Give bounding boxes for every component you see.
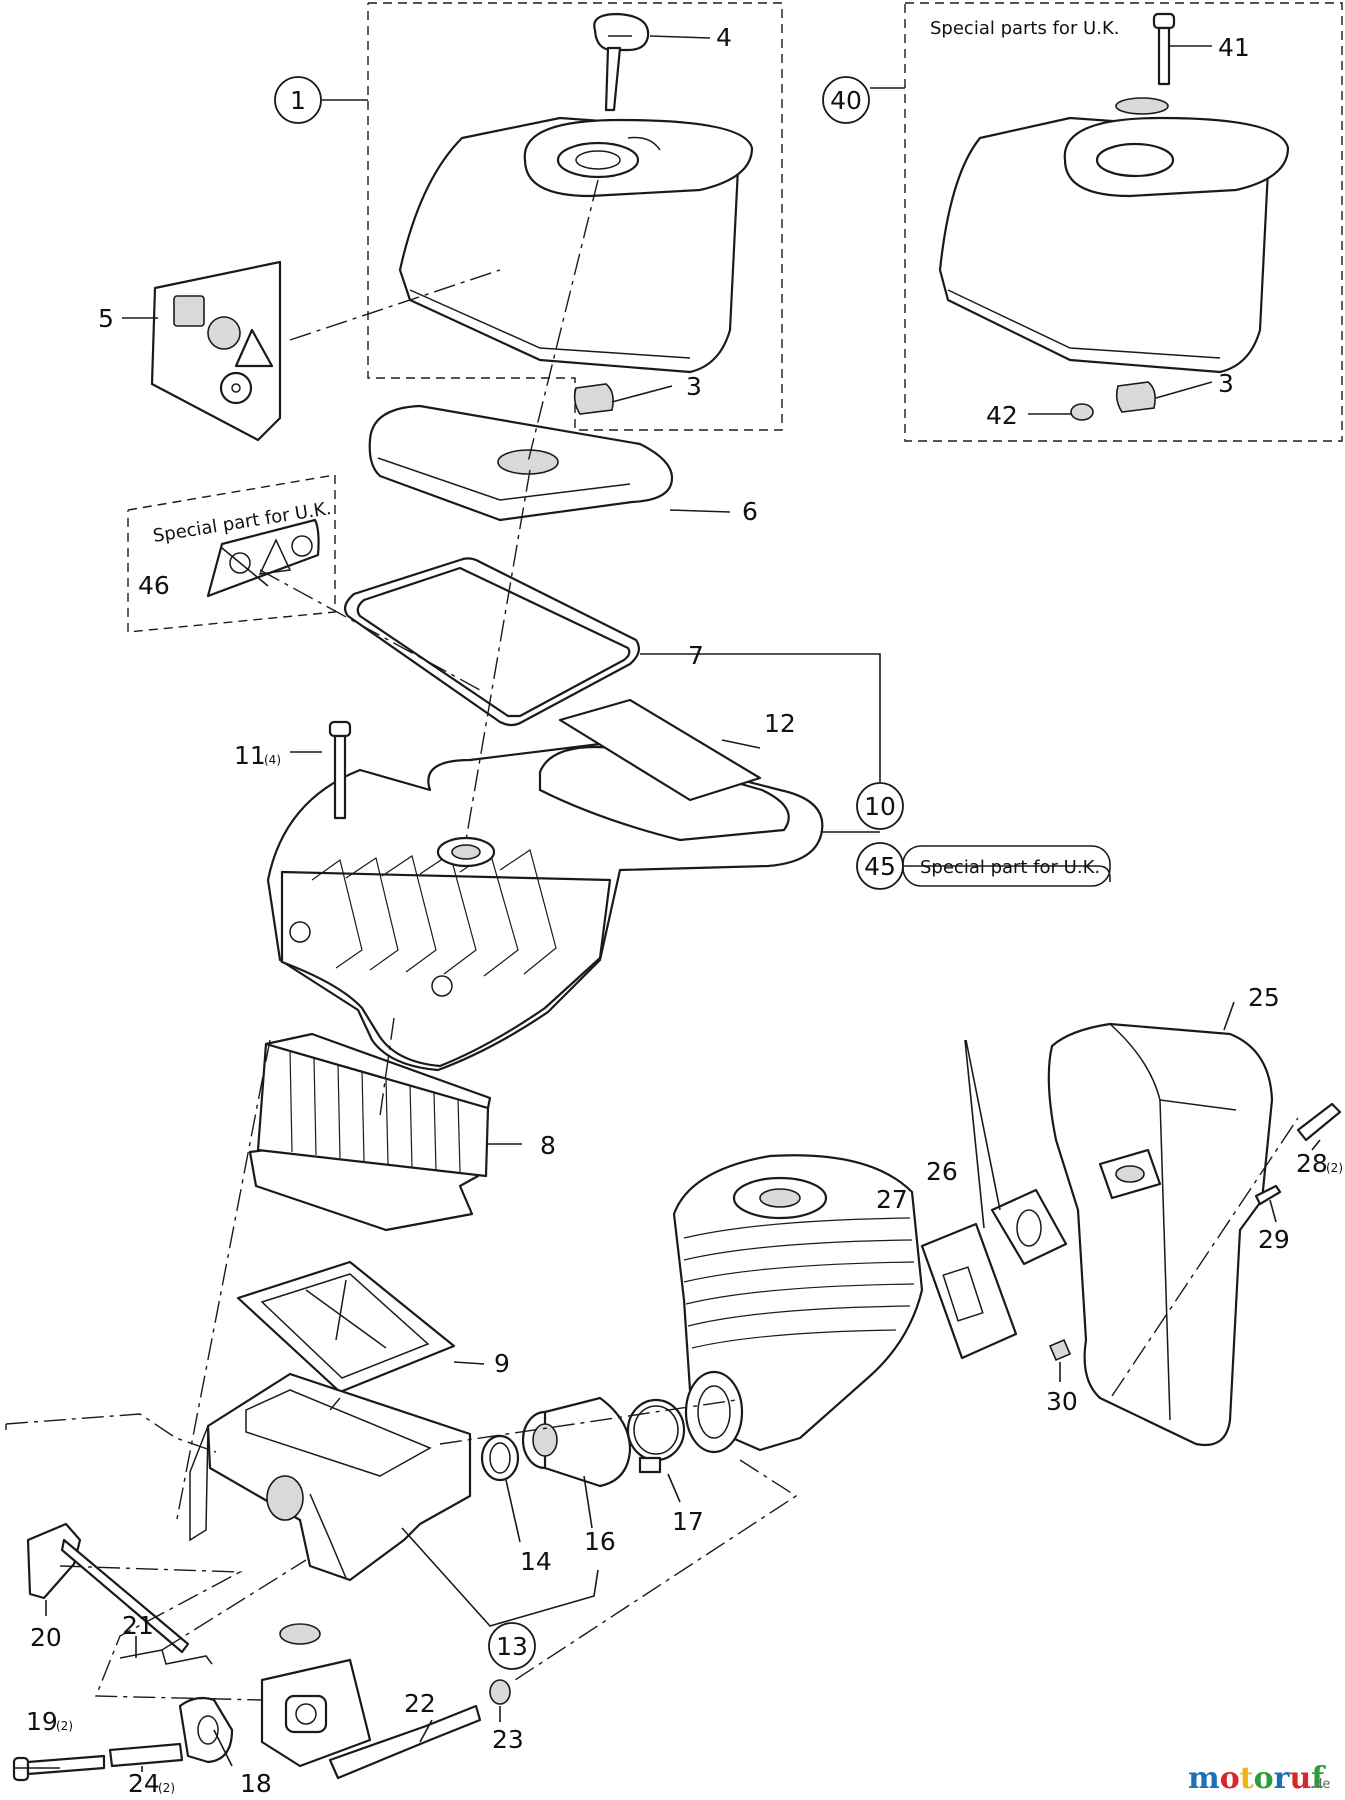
callout-40: 40 — [830, 86, 862, 115]
group-box-46 — [127, 474, 336, 633]
part-24-spacer — [108, 1742, 184, 1768]
note-box-45 — [902, 845, 1111, 887]
part-41-screw — [1115, 12, 1176, 115]
part-19-screw — [12, 1754, 106, 1782]
brand-watermark-text: motoruf — [1188, 1761, 1326, 1796]
part-16-intake-boot — [521, 1396, 632, 1488]
housing-fins — [311, 849, 557, 977]
part-26-gasket — [990, 1188, 1068, 1266]
callout-13: 13 — [496, 1632, 528, 1661]
callout-45: 45 — [864, 852, 896, 881]
part-29-screw — [1254, 1184, 1282, 1206]
part-9-filter-frame — [236, 1260, 456, 1394]
callout-41: 41 — [1218, 33, 1250, 62]
part-22-hose — [328, 1704, 482, 1780]
part-12-label — [558, 698, 762, 802]
part-3-clip-uk — [1115, 381, 1156, 413]
callout-29: 29 — [1258, 1225, 1290, 1254]
callout-14: 14 — [520, 1547, 552, 1576]
part-23-fitting — [489, 1679, 511, 1705]
part-4-knob — [593, 12, 650, 112]
callout-10: 10 — [864, 792, 896, 821]
part-46-decal-uk — [206, 518, 320, 598]
part-8-air-filter — [248, 1032, 492, 1232]
brand-letter: o — [1220, 1761, 1240, 1796]
callout-circle-10 — [856, 782, 904, 830]
part-27-gasket — [920, 1222, 1018, 1360]
leader-lines — [14, 35, 1321, 1772]
brand-letter: f — [1311, 1761, 1326, 1796]
part-7-gasket — [343, 557, 641, 727]
part-14-ring — [480, 1434, 520, 1482]
callout-11: 11 — [234, 741, 266, 770]
callout-11-qty: (4) — [264, 753, 281, 767]
part-18-gasket — [178, 1696, 234, 1764]
callout-19: 19 — [26, 1707, 58, 1736]
callout-3b: 3 — [1218, 369, 1234, 398]
callout-4: 4 — [716, 23, 732, 52]
group-box-1 — [367, 2, 783, 431]
part-3-clip — [573, 383, 614, 415]
callout-42: 42 — [986, 401, 1018, 430]
brand-watermark: motoruf .de — [1188, 1761, 1330, 1796]
callout-circle-40 — [822, 76, 870, 124]
part-42-grommet — [1070, 403, 1094, 421]
callout-28-qty: (2) — [1326, 1161, 1343, 1175]
callout-6: 6 — [742, 497, 758, 526]
note-uk-part-45: Special part for U.K. — [920, 857, 1100, 878]
callout-30: 30 — [1046, 1387, 1078, 1416]
callout-25: 25 — [1248, 983, 1280, 1012]
alignment-lines — [5, 179, 1299, 1701]
part-10-filter-housing — [266, 742, 824, 1072]
part-25-muffler — [1047, 1022, 1274, 1447]
callout-3a: 3 — [686, 372, 702, 401]
callout-28: 28 — [1296, 1149, 1328, 1178]
part-20-choke-lever — [26, 1522, 190, 1654]
callout-26: 26 — [926, 1157, 958, 1186]
part-1-filter-cover — [398, 116, 754, 374]
callout-8: 8 — [540, 1131, 556, 1160]
brand-letter: t — [1240, 1761, 1254, 1796]
callout-19-qty: (2) — [56, 1719, 73, 1733]
callout-17: 17 — [672, 1507, 704, 1536]
callout-7: 7 — [688, 641, 704, 670]
carburetor — [260, 1623, 372, 1768]
brand-letter: r — [1274, 1761, 1291, 1796]
callout-18: 18 — [240, 1769, 272, 1798]
brand-letter: o — [1254, 1761, 1274, 1796]
filter-pleats — [289, 1049, 461, 1173]
part-5-decal — [150, 260, 282, 442]
brand-letter: u — [1289, 1761, 1311, 1796]
part-17-clamp — [626, 1398, 686, 1474]
callout-24-qty: (2) — [158, 1781, 175, 1795]
brand-watermark-suffix: .de — [1310, 1777, 1330, 1792]
callout-9: 9 — [494, 1349, 510, 1378]
callout-circle-13 — [488, 1622, 536, 1670]
callout-23: 23 — [492, 1725, 524, 1754]
part-11-screw — [328, 720, 352, 820]
callout-20: 20 — [30, 1623, 62, 1652]
part-28-screw — [1296, 1102, 1342, 1142]
callout-labels: 1 4 5 3 6 46 7 12 11 (4) 10 45 40 41 42 … — [26, 23, 1343, 1798]
callout-12: 12 — [764, 709, 796, 738]
callout-22: 22 — [404, 1689, 436, 1718]
callout-21: 21 — [122, 1611, 154, 1640]
callout-16: 16 — [584, 1527, 616, 1556]
part-40-filter-cover-uk — [938, 116, 1290, 374]
group-box-40 — [904, 2, 1343, 442]
callout-46: 46 — [138, 571, 170, 600]
callout-27: 27 — [876, 1185, 908, 1214]
brand-letter: m — [1188, 1761, 1220, 1796]
callout-1: 1 — [290, 86, 306, 115]
callout-5: 5 — [98, 304, 114, 333]
part-21-rod — [119, 1649, 213, 1665]
cylinder — [672, 1154, 924, 1454]
callout-circle-1 — [274, 76, 322, 124]
part-30-nut — [1048, 1338, 1072, 1362]
part-6-prefilter — [368, 404, 674, 522]
note-uk-parts-40: Special parts for U.K. — [930, 18, 1119, 39]
callout-24: 24 — [128, 1769, 160, 1798]
part-13-intake-housing — [189, 1372, 472, 1582]
